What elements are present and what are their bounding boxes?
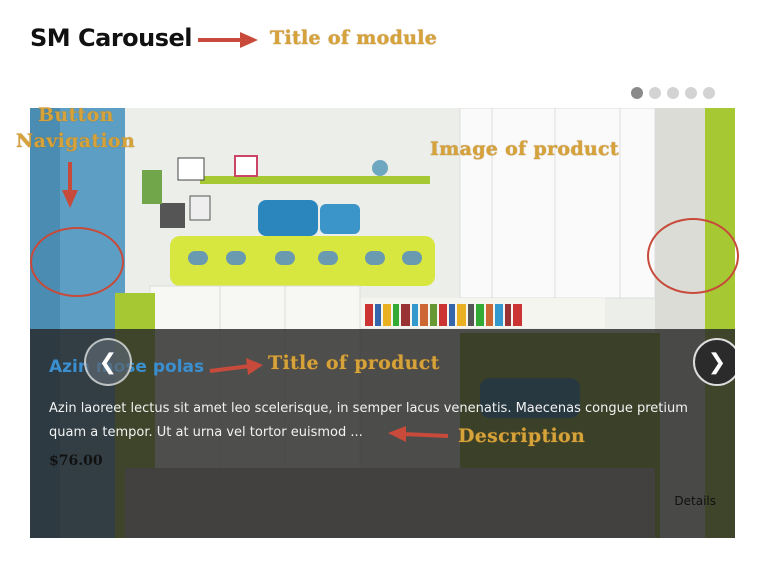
callout-product-title: Title of product <box>268 352 440 374</box>
callout-image: Image of product <box>430 138 619 160</box>
pager-dot-5[interactable] <box>703 87 715 99</box>
arrow-down-icon <box>62 162 78 208</box>
arrow-left-icon <box>209 358 263 375</box>
carousel-pager <box>631 87 715 99</box>
pager-dot-3[interactable] <box>667 87 679 99</box>
callout-module-title: Title of module <box>270 27 438 49</box>
module-title: SM Carousel <box>30 24 193 52</box>
chevron-right-icon: ❯ <box>707 349 727 375</box>
arrow-icon <box>198 32 258 48</box>
pager-dot-2[interactable] <box>649 87 661 99</box>
product-caption: Azin mose polas Azin laoreet lectus sit … <box>30 329 735 538</box>
product-description: Azin laoreet lectus sit amet leo sceleri… <box>49 401 688 440</box>
chevron-left-icon: ❮ <box>98 349 118 375</box>
callout-description: Description <box>458 425 586 447</box>
arrow-left-icon <box>388 426 449 442</box>
next-button[interactable]: ❯ <box>693 338 735 386</box>
callout-nav-line1: Button <box>38 104 114 126</box>
details-link[interactable]: Details <box>674 494 716 508</box>
carousel-slide: Azin mose polas Azin laoreet lectus sit … <box>30 108 735 538</box>
callout-nav-line2: Navigation <box>16 130 136 152</box>
pager-dot-4[interactable] <box>685 87 697 99</box>
prev-button[interactable]: ❮ <box>84 338 132 386</box>
pager-dot-1[interactable] <box>631 87 643 99</box>
product-price: $76.00 <box>49 453 103 469</box>
